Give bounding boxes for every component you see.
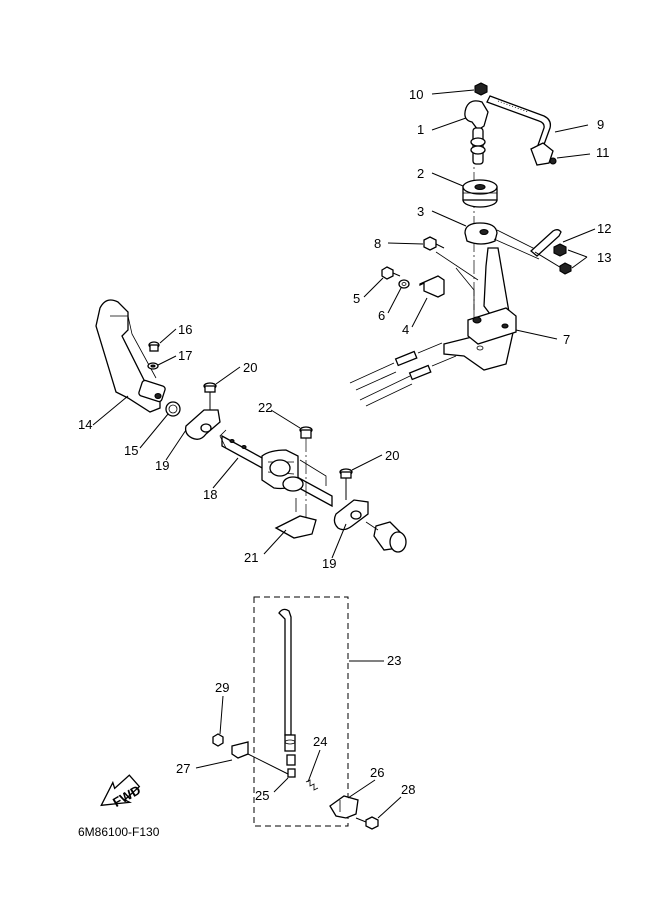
shift-lever-assembly xyxy=(95,299,407,553)
shift-rod-assembly xyxy=(212,596,379,830)
callout-9: 9 xyxy=(597,117,604,132)
upper-shift-assembly xyxy=(349,82,572,407)
callout-24: 24 xyxy=(313,734,327,749)
callout-28: 28 xyxy=(401,782,415,797)
callout-20-lower: 20 xyxy=(385,448,399,463)
callout-2: 2 xyxy=(417,166,424,181)
callout-11: 11 xyxy=(596,145,610,160)
callout-7: 7 xyxy=(563,332,570,347)
callout-12: 12 xyxy=(597,221,611,236)
callout-6: 6 xyxy=(378,308,385,323)
callout-26: 26 xyxy=(370,765,384,780)
figure-code: 6M86100-F130 xyxy=(78,825,160,839)
fwd-arrow-icon: FWD xyxy=(100,774,143,810)
callout-29: 29 xyxy=(215,680,229,695)
callout-3: 3 xyxy=(417,204,424,219)
callout-27: 27 xyxy=(176,761,190,776)
callout-13: 13 xyxy=(597,250,611,265)
callout-21: 21 xyxy=(244,550,258,565)
callout-5: 5 xyxy=(353,291,360,306)
callout-25: 25 xyxy=(255,788,269,803)
callout-23: 23 xyxy=(387,653,401,668)
callout-19-left: 19 xyxy=(155,458,169,473)
callout-14: 14 xyxy=(78,417,92,432)
callout-19-right: 19 xyxy=(322,556,336,571)
leader-lines xyxy=(92,89,596,819)
callout-8: 8 xyxy=(374,236,381,251)
callout-22: 22 xyxy=(258,400,272,415)
callout-4: 4 xyxy=(402,322,409,337)
callout-1: 1 xyxy=(417,122,424,137)
callout-17: 17 xyxy=(178,348,192,363)
callout-18: 18 xyxy=(203,487,217,502)
callout-labels: 10 1 9 11 2 3 12 13 8 5 6 4 7 16 17 20 1… xyxy=(78,87,611,803)
callout-15: 15 xyxy=(124,443,138,458)
callout-20-upper: 20 xyxy=(243,360,257,375)
callout-10: 10 xyxy=(409,87,423,102)
callout-16: 16 xyxy=(178,322,192,337)
